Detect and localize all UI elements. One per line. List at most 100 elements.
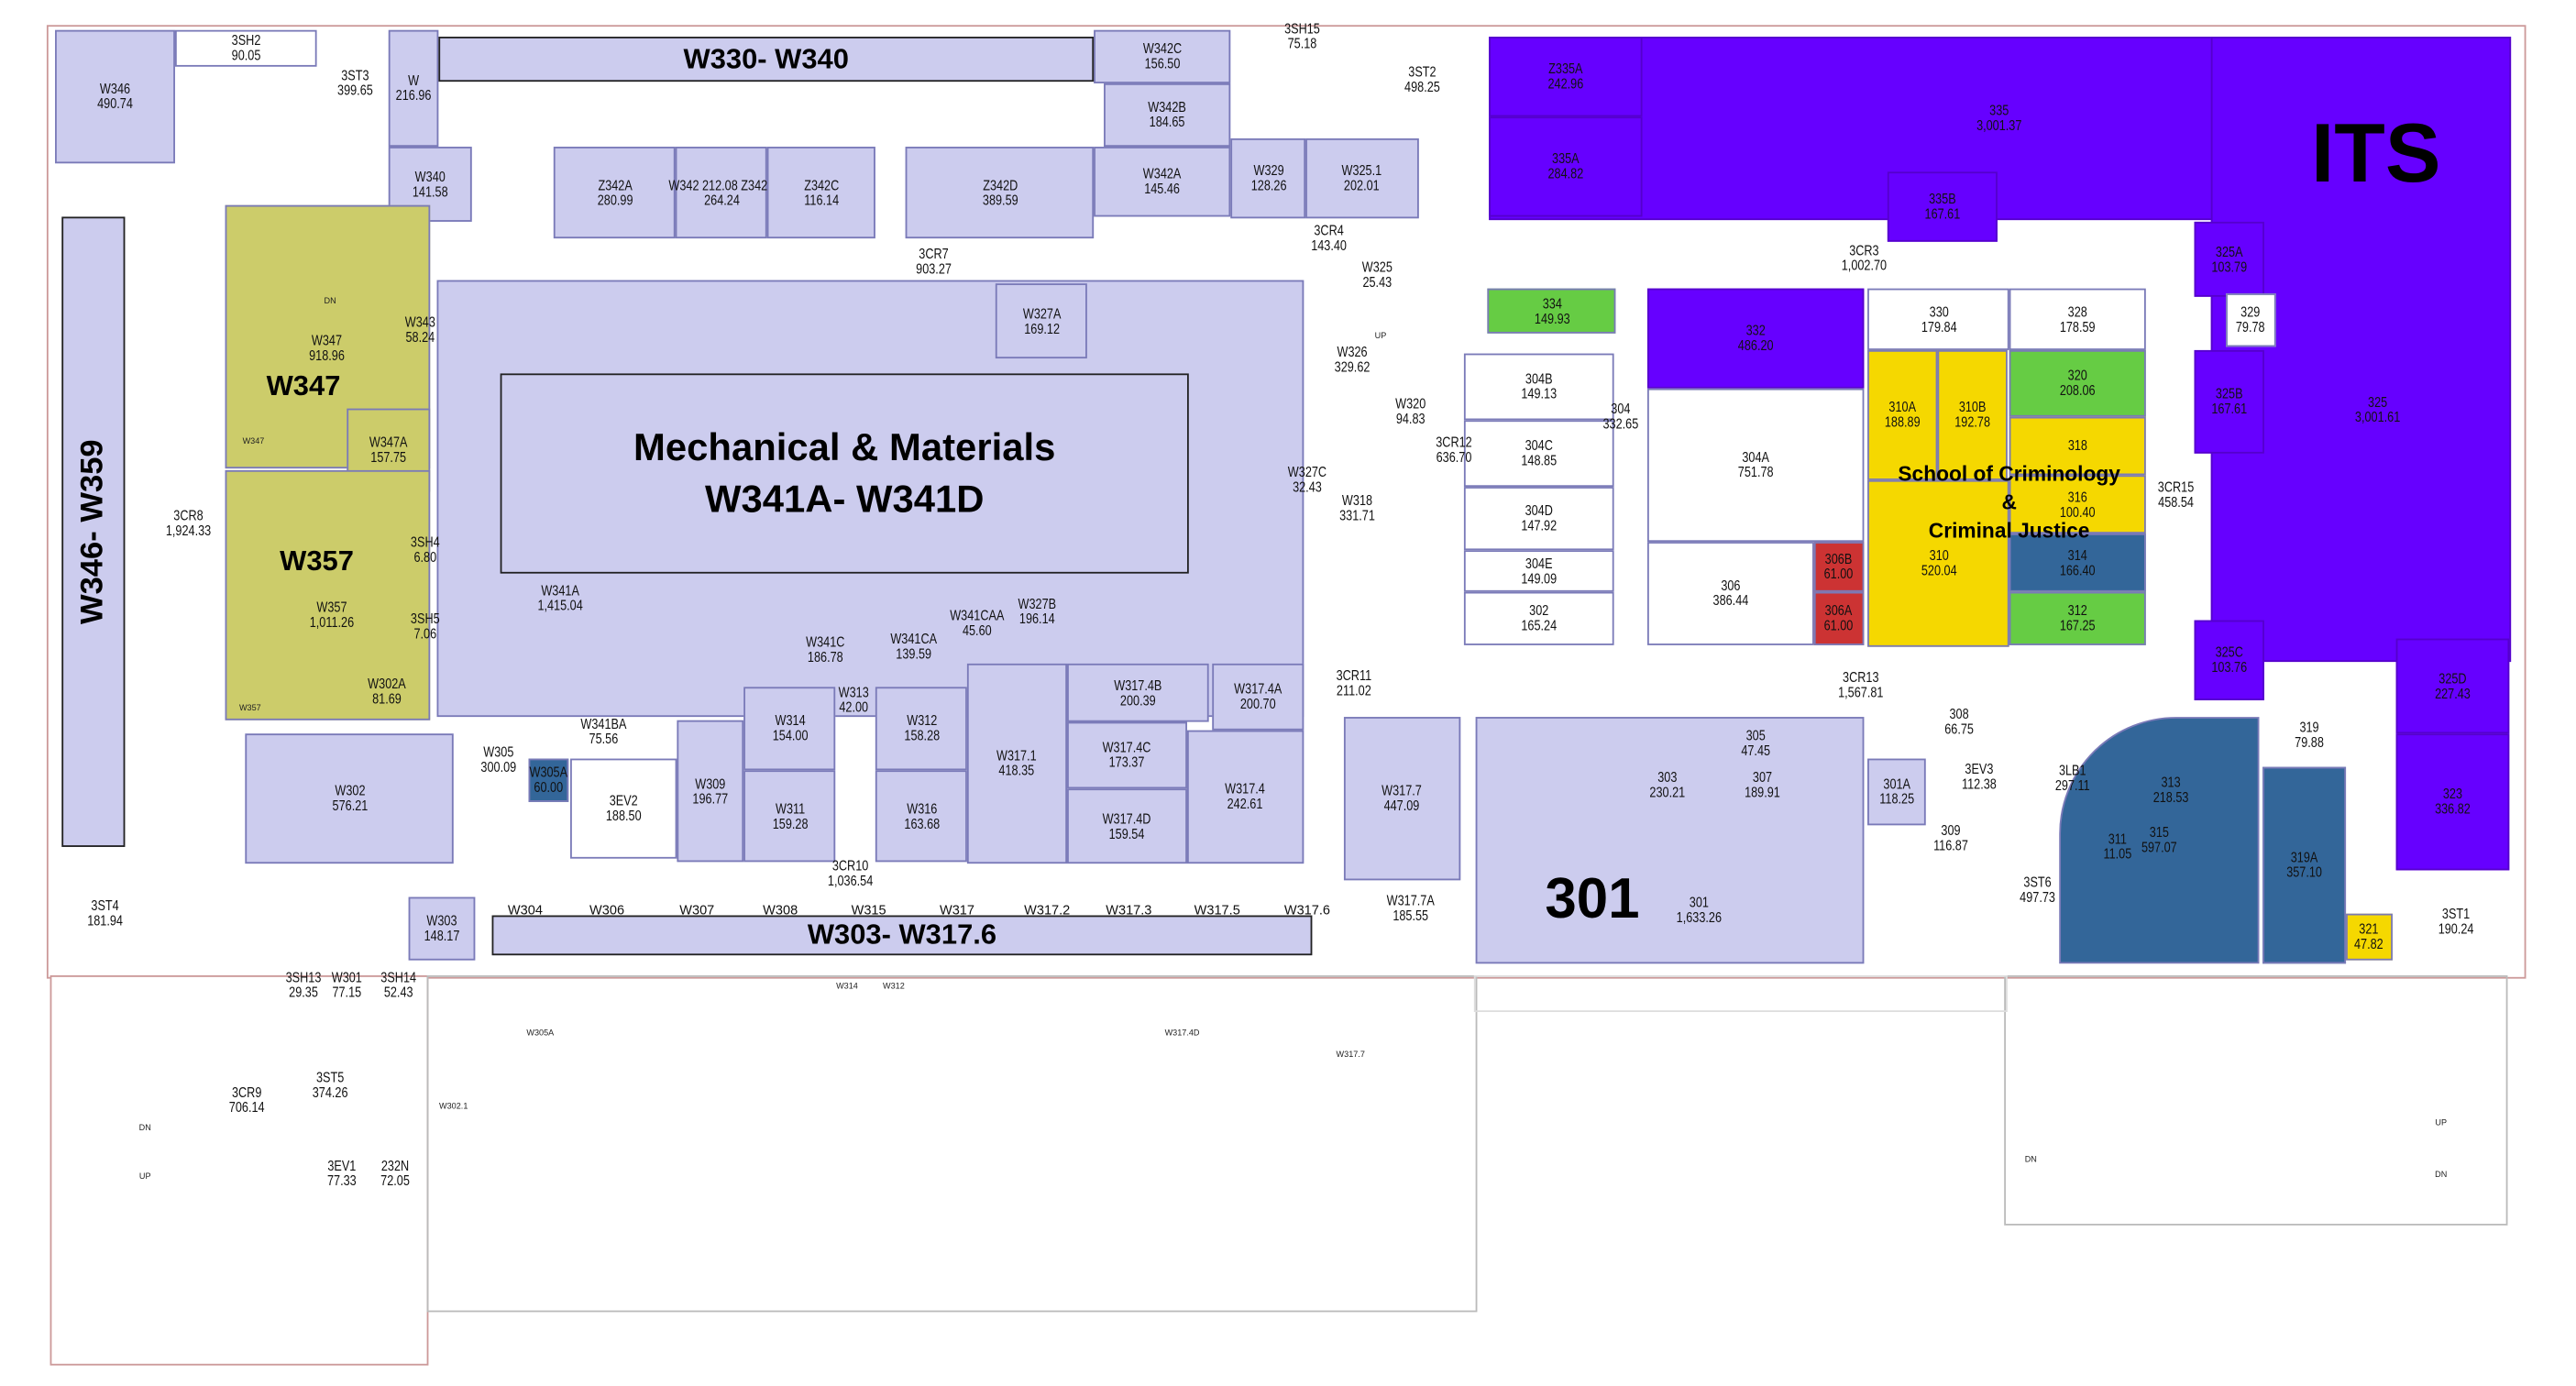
space-area: 458.54 bbox=[2158, 493, 2194, 511]
strip-room-w306[interactable]: W306 bbox=[589, 902, 625, 918]
strip-room-w317-6[interactable]: W317.6 bbox=[1283, 902, 1331, 918]
space-area: 399.65 bbox=[337, 82, 373, 99]
strip-room-w308[interactable]: W308 bbox=[763, 902, 798, 918]
space-area: 706.14 bbox=[228, 1098, 265, 1116]
room-number: W317.7 bbox=[1382, 782, 1423, 799]
strip-room-w317-5[interactable]: W317.5 bbox=[1194, 902, 1240, 918]
strip-room-w317-2[interactable]: W317.2 bbox=[1024, 902, 1071, 918]
tiny-label: DN bbox=[324, 296, 336, 307]
room-area: 3,001.61 bbox=[2354, 408, 2401, 425]
room-318[interactable]: 318 bbox=[2009, 416, 2146, 476]
tiny-label: W305A bbox=[526, 1028, 555, 1040]
strip-room-w317[interactable]: W317 bbox=[939, 902, 975, 918]
space-area: 189.91 bbox=[1745, 783, 1780, 801]
space-number: 3ST2 bbox=[1408, 63, 1437, 81]
room-number: 3EV2 bbox=[609, 791, 638, 809]
space-number: 3ST1 bbox=[2441, 905, 2471, 922]
space-area: 116.87 bbox=[1933, 837, 1968, 854]
space-area: 331.71 bbox=[1339, 506, 1375, 524]
room-number: 325A bbox=[2215, 242, 2243, 259]
room-number: Z342C bbox=[803, 175, 839, 193]
strip-room-w307[interactable]: W307 bbox=[679, 902, 715, 918]
room-number: 321 bbox=[2359, 919, 2380, 938]
strip-room-w315[interactable]: W315 bbox=[851, 902, 886, 918]
room-number: 328 bbox=[2067, 302, 2087, 320]
strip-room-w317-3[interactable]: W317.3 bbox=[1106, 902, 1152, 918]
strip-room-w304[interactable]: W304 bbox=[507, 902, 543, 918]
